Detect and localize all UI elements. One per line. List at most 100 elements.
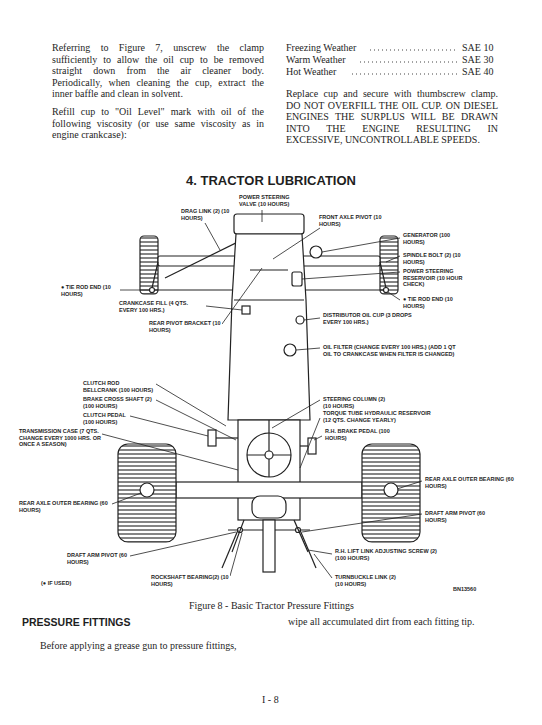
- tractor-drawing-part: [384, 483, 398, 497]
- leader-lines-part: [262, 210, 263, 222]
- tractor-drawing-part: [242, 306, 250, 314]
- tractor-drawing-part: [294, 520, 308, 552]
- callout-label: POWER STEERING RESERVOIR (10 HOUR CHECK): [402, 268, 466, 288]
- table-cell: Warm Weather: [286, 54, 346, 66]
- callout-label: CRANKCASE FILL (4 QTS. EVERY 100 HRS.): [118, 300, 206, 313]
- callout-label: REAR PIVOT BRACKET (10 HOURS): [148, 320, 222, 333]
- table-cell: Hot Weather: [286, 66, 336, 78]
- callout-label: TURNBUCKLE LINK (2) (10 HOURS): [334, 574, 406, 587]
- warning-paragraph: Replace cup and secure with thumbscrew c…: [286, 88, 498, 146]
- table-cell: SAE 40: [462, 66, 493, 78]
- body-text: Before applying a grease gun to pressure…: [40, 640, 237, 652]
- leader-lines-part: [205, 223, 220, 250]
- leader-lines-part: [302, 514, 422, 532]
- leader-lines-part: [102, 434, 238, 470]
- leader-lines-part: [388, 292, 400, 300]
- leader-lines-part: [222, 268, 262, 324]
- leader-lines-part: [304, 318, 320, 320]
- leader-lines-part: [272, 400, 320, 428]
- leader-lines-part: [300, 418, 320, 468]
- tractor-drawing-part: [380, 236, 398, 294]
- leader-lines-part: [302, 272, 400, 279]
- tractor-drawing-part: [310, 246, 322, 258]
- leader-lines: [102, 210, 422, 578]
- footnote-label: (● IF USED): [40, 580, 72, 587]
- leader-lines-part: [120, 290, 149, 291]
- callout-label: POWER STEERING VALVE (10 HOURS): [238, 194, 302, 207]
- tractor-drawing-part: [384, 288, 389, 293]
- tractor-drawing-part: [300, 445, 308, 446]
- leader-lines-part: [273, 228, 320, 259]
- tractor-drawing-part: [152, 262, 158, 288]
- callout-label: DRAFT ARM PIVOT (60 HOURS): [66, 552, 130, 565]
- table-cell: SAE 10: [462, 42, 493, 54]
- body-paragraph: Refill cup to "Oil Level" mark with oil …: [52, 106, 264, 141]
- page-number: I - 8: [262, 694, 279, 706]
- tractor-drawing: [118, 214, 420, 572]
- table-dot-leaders: [352, 50, 458, 74]
- tractor-drawing-part: [140, 483, 154, 497]
- callout-label: R.H. BRAKE PEDAL (100 HOURS): [324, 428, 396, 441]
- tractor-drawing-part: [252, 496, 286, 518]
- tractor-drawing-part: [265, 451, 273, 459]
- tractor-drawing-part: [222, 530, 238, 568]
- callout-label: CLUTCH PEDAL (100 HOURS): [82, 412, 130, 425]
- section-heading: PRESSURE FITTINGS: [22, 616, 131, 628]
- leader-lines-part: [386, 256, 400, 262]
- tractor-drawing-part: [140, 236, 158, 294]
- table-cell: Freezing Weather: [286, 42, 356, 54]
- leader-lines-part: [296, 348, 320, 350]
- table-dot-leaders-part: [352, 74, 458, 75]
- tractor-drawing-part: [238, 420, 300, 520]
- callout-label: R.H. LIFT LINK ADJUSTING SCREW (2) (100 …: [334, 548, 446, 561]
- leader-lines-part: [322, 238, 400, 252]
- table-dot-leaders-part: [360, 62, 458, 63]
- callout-label: REAR AXLE OUTER BEARING (60 HOURS): [18, 500, 112, 513]
- tractor-drawing-part: [234, 299, 304, 300]
- callout-label: ROCKSHAFT BEARING(2) (10 HOURS): [150, 574, 230, 587]
- table-cell: SAE 30: [462, 54, 493, 66]
- table-dot-leaders-part: [370, 50, 458, 51]
- callout-label: TRANSMISSION CASE (7 QTS. CHANGE EVERY 1…: [18, 428, 102, 448]
- section-title: 4. TRACTOR LUBRICATION: [186, 173, 356, 188]
- callout-label: DISTRIBUTOR OIL CUP (3 DROPS EVERY 100 H…: [322, 312, 424, 325]
- leader-lines-part: [112, 493, 141, 504]
- callout-label: GENERATOR (100 HOURS): [402, 232, 464, 245]
- tractor-drawing-part: [208, 430, 216, 446]
- figure-caption: Figure 8 - Basic Tractor Pressure Fittin…: [189, 600, 354, 612]
- callout-label: DRAG LINK (2) (10 HOURS): [180, 208, 232, 221]
- leader-lines-part: [397, 481, 422, 489]
- tractor-drawing-part: [150, 288, 155, 293]
- tractor-drawing-part: [118, 444, 176, 542]
- leader-lines-part: [156, 400, 236, 440]
- tractor-drawing-part: [250, 269, 288, 270]
- tractor-drawing-part: [234, 214, 304, 234]
- leader-lines-part: [314, 554, 332, 578]
- tractor-drawing-part: [362, 444, 420, 542]
- body-text: wipe all accumulated dirt from each fitt…: [288, 616, 475, 628]
- tractor-drawing-part: [228, 234, 310, 420]
- leader-lines-part: [206, 306, 242, 310]
- drawing-number: BN13560: [452, 586, 477, 593]
- callout-label: ● TIE ROD END (10 HOURS): [402, 296, 460, 309]
- tractor-drawing-part: [247, 433, 291, 477]
- callout-label: DRAFT ARM PIVOT (60 HOURS): [424, 510, 496, 523]
- leader-lines-part: [130, 416, 208, 436]
- tractor-drawing-part: [300, 530, 316, 568]
- leader-lines-part: [130, 532, 236, 556]
- tractor-drawing-part: [284, 344, 296, 356]
- callout-label: BRAKE CROSS SHAFT (2) (100 HOURS): [82, 396, 156, 409]
- callout-label: FRONT AXLE PIVOT (10 HOURS): [318, 214, 390, 227]
- callout-label: TORQUE TUBE HYDRAULIC RESERVOIR (12 QTS.…: [322, 410, 434, 423]
- tractor-drawing-part: [296, 316, 304, 324]
- callout-label: STEERING COLUMN (2) (10 HOURS): [322, 396, 394, 409]
- callout-label: SPINDLE BOLT (2) (10 HOURS): [402, 252, 474, 265]
- callout-label: OIL FILTER (CHANGE EVERY 100 HRS.) (ADD …: [322, 344, 464, 357]
- tractor-drawing-part: [292, 272, 302, 286]
- leader-lines-part: [314, 436, 322, 440]
- body-paragraph: Referring to Figure 7, unscrew the clamp…: [52, 42, 264, 100]
- tractor-drawing-part: [263, 520, 275, 572]
- leader-lines-part: [230, 533, 242, 576]
